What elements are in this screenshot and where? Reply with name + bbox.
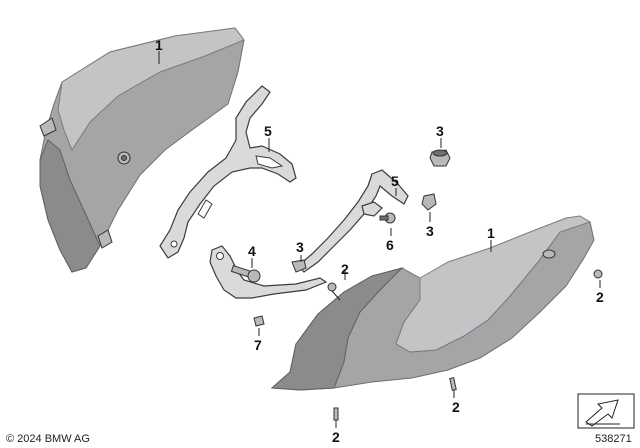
callout-3-top[interactable]: 3 — [436, 123, 444, 139]
screw-2-bottom-left[interactable] — [333, 407, 339, 421]
callout-3-right[interactable]: 3 — [426, 223, 434, 239]
callout-2-right[interactable]: 2 — [596, 289, 604, 305]
fairing-panel-left[interactable] — [39, 27, 245, 273]
clip-nut-right[interactable] — [421, 193, 437, 211]
callout-6[interactable]: 6 — [386, 237, 394, 253]
callout-1-lower[interactable]: 1 — [487, 225, 495, 241]
diagram-number: 538271 — [595, 433, 632, 445]
callout-4[interactable]: 4 — [248, 243, 256, 259]
callout-7[interactable]: 7 — [254, 337, 262, 353]
parts-nav-arrow-icon[interactable] — [577, 393, 635, 429]
callout-1-upper[interactable]: 1 — [155, 37, 163, 53]
callout-3-mid[interactable]: 3 — [296, 239, 304, 255]
mounting-bracket-lower[interactable] — [297, 169, 409, 273]
belly-pan-right[interactable] — [270, 215, 595, 391]
callout-2-mid[interactable]: 2 — [341, 261, 349, 277]
clip-3-mid[interactable] — [291, 259, 307, 273]
plug-7[interactable] — [253, 315, 265, 327]
callout-5-right[interactable]: 5 — [391, 173, 399, 189]
mounting-bracket-upper[interactable] — [159, 85, 297, 259]
screw-2-bottom-mid[interactable] — [449, 377, 457, 391]
copyright-text: © 2024 BMW AG — [6, 433, 90, 445]
callout-labels: 1 5 3 5 4 3 6 3 1 2 2 7 2 2 — [155, 37, 604, 445]
leader-lines — [158, 51, 601, 428]
callout-5-left[interactable]: 5 — [264, 123, 272, 139]
screw-6[interactable] — [379, 212, 396, 224]
callout-2-bottom-left[interactable]: 2 — [332, 429, 340, 445]
bolt-4[interactable] — [230, 265, 261, 283]
screw-2-left[interactable] — [327, 282, 341, 301]
clip-nut-top[interactable] — [429, 149, 451, 167]
lower-bracket-clip[interactable] — [209, 245, 328, 299]
screw-2-right[interactable] — [593, 269, 603, 279]
callout-2-bottom-mid[interactable]: 2 — [452, 399, 460, 415]
